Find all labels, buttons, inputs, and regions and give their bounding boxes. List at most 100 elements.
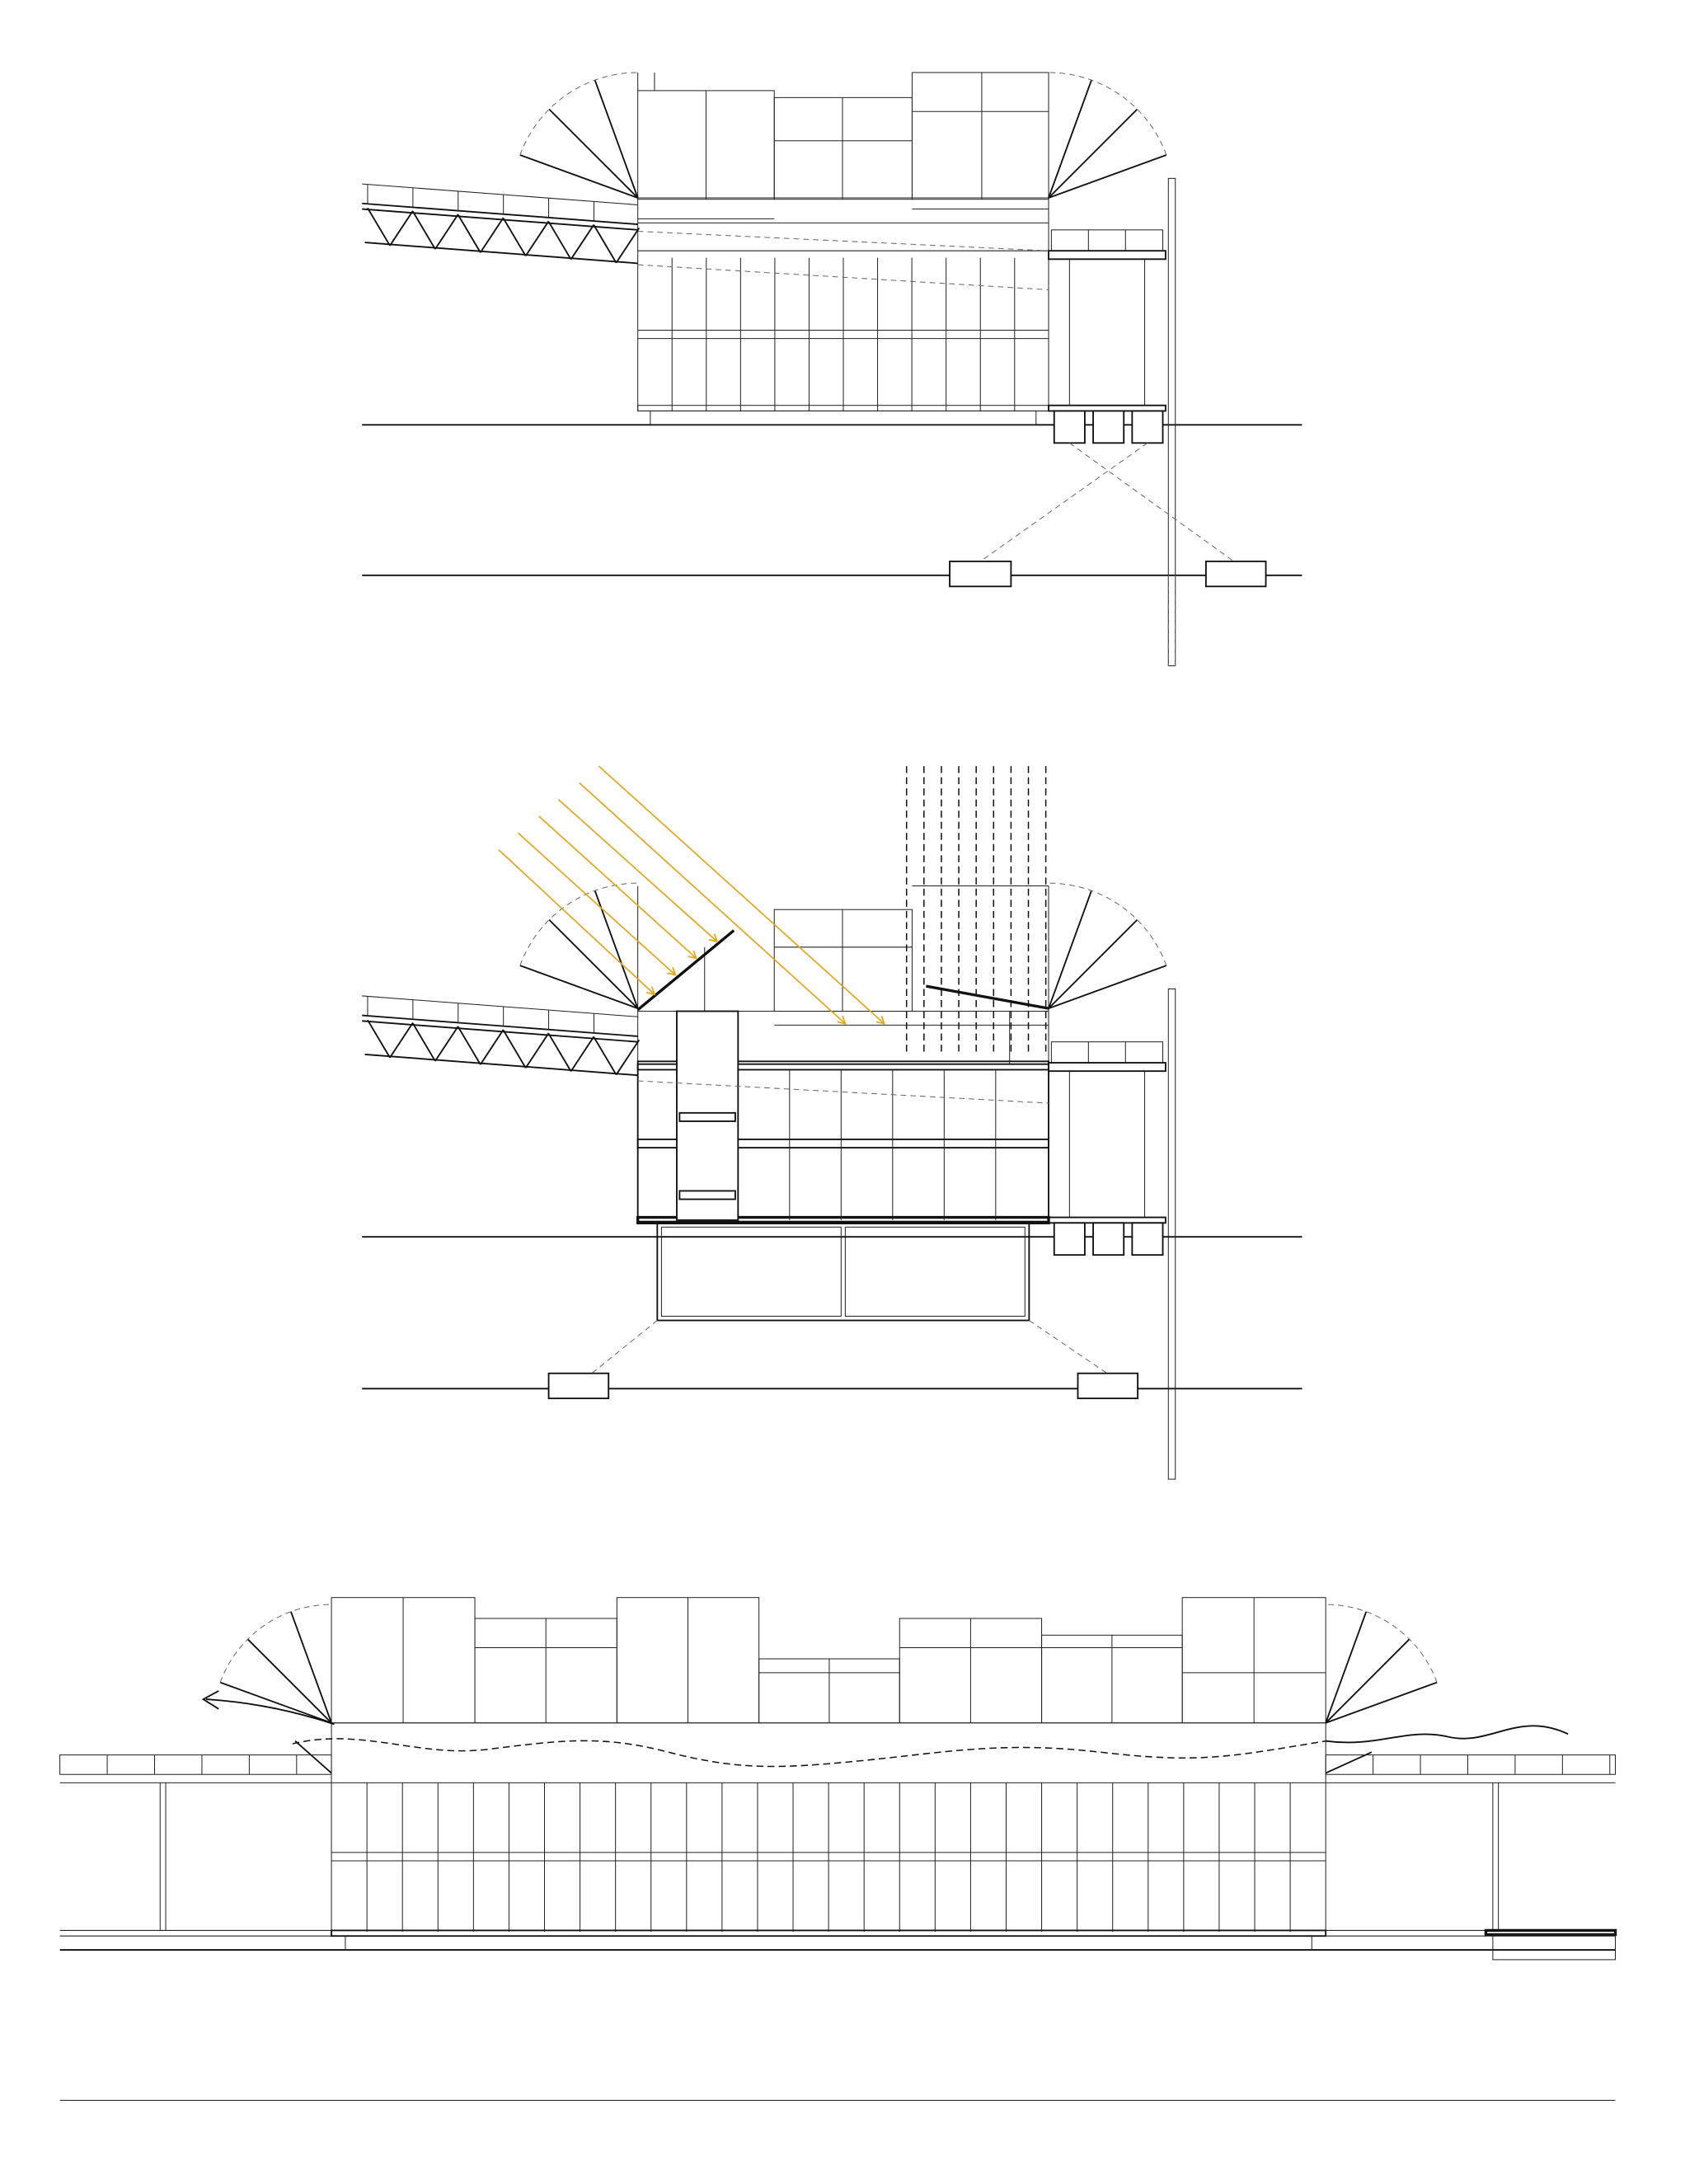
wind-flow-out xyxy=(1326,1725,1569,1744)
fan-blade xyxy=(519,965,638,1010)
roof-block xyxy=(911,72,1049,200)
fan-blade xyxy=(1048,890,1092,1009)
elevation-3 xyxy=(59,1597,1617,2102)
truss-diagonal xyxy=(434,214,459,250)
stair-landing xyxy=(678,1111,736,1122)
sun-ray xyxy=(598,765,885,1025)
fan-blade xyxy=(290,1611,332,1724)
fan-blade xyxy=(1048,108,1138,199)
fan-blade xyxy=(1325,1681,1438,1724)
brace-dashed xyxy=(591,1320,658,1374)
wind-arrowhead xyxy=(201,1690,219,1710)
truss-diagonal xyxy=(434,1026,459,1062)
louver xyxy=(294,1740,332,1774)
brace-dashed xyxy=(1069,442,1234,562)
pile-cap xyxy=(1092,1222,1125,1256)
fan-blade xyxy=(1048,965,1167,1010)
fan-swing-arc xyxy=(1049,72,1167,156)
fan-blade xyxy=(1325,1638,1410,1724)
section-2-open xyxy=(362,765,1302,1480)
louver xyxy=(1325,1751,1373,1774)
truss-diagonal xyxy=(502,1030,527,1069)
floor-plinth xyxy=(650,410,1037,425)
canopy-railing xyxy=(1325,1754,1617,1775)
fan-swing-arc xyxy=(519,72,638,156)
fan-swing-arc xyxy=(219,1604,332,1683)
open-louver-left xyxy=(636,929,735,1012)
step xyxy=(1492,1933,1617,1961)
truss-diagonal xyxy=(502,218,527,256)
lower-deck xyxy=(1048,404,1166,412)
roof-block xyxy=(773,96,913,200)
lower-deck xyxy=(1048,1216,1166,1224)
upper-deck xyxy=(1048,1062,1166,1073)
upper-deck xyxy=(1048,250,1166,261)
wind-flow-dashed xyxy=(292,1738,1326,1768)
roof-block xyxy=(773,909,913,1012)
truss-diagonal xyxy=(524,1032,550,1069)
hidden-line xyxy=(637,1080,1049,1104)
sun-ray-arrowhead xyxy=(708,933,719,943)
sun-ray xyxy=(579,782,846,1025)
sun-ray-arrowhead xyxy=(688,950,697,960)
truss-bottom-chord xyxy=(364,1053,638,1077)
truss-diagonal xyxy=(412,1022,436,1062)
basement xyxy=(656,1222,1030,1322)
sun-ray xyxy=(538,815,697,959)
sun-ray xyxy=(517,832,676,976)
footing xyxy=(1077,1372,1139,1400)
hidden-line xyxy=(637,264,1049,290)
basement-room xyxy=(844,1226,1026,1317)
fan-blade xyxy=(1048,918,1138,1009)
footing xyxy=(949,560,1012,588)
section-1-closed xyxy=(362,72,1302,667)
fan-blade xyxy=(1048,79,1092,199)
wind-flow-in xyxy=(205,1698,335,1726)
sun-ray-arrowhead xyxy=(837,1015,847,1025)
plinth xyxy=(331,1929,1327,1937)
pile-cap xyxy=(1092,410,1125,444)
fan-swing-arc xyxy=(1326,1604,1438,1683)
truss-top-chord xyxy=(362,202,638,226)
pile-cap xyxy=(1053,1222,1086,1256)
deck-edge xyxy=(1484,1928,1617,1937)
canopy-railing xyxy=(59,1754,332,1775)
sun-ray xyxy=(557,799,718,942)
pole xyxy=(1167,988,1176,1480)
fan-blade xyxy=(519,154,638,199)
truss-railing xyxy=(362,995,638,1017)
truss-diagonal xyxy=(615,1039,641,1076)
truss-diagonal xyxy=(367,207,391,247)
pole xyxy=(1167,177,1176,667)
floor-slab xyxy=(636,1139,1049,1148)
footing xyxy=(547,1372,610,1400)
pile-cap xyxy=(1131,410,1164,444)
sun-ray-arrowhead xyxy=(667,966,677,976)
brace-dashed xyxy=(979,442,1148,562)
truss-railing xyxy=(362,183,638,205)
sun-ray xyxy=(498,848,655,995)
open-louver-right xyxy=(926,984,1049,1010)
deck-railing xyxy=(1050,1041,1164,1064)
fan-blade xyxy=(594,890,639,1009)
pile-cap xyxy=(1131,1222,1164,1256)
stair-core xyxy=(676,1010,739,1221)
fan-blade xyxy=(594,79,639,199)
truss-diagonal xyxy=(593,224,617,264)
truss-top-chord xyxy=(362,208,638,231)
basement-room xyxy=(660,1226,842,1317)
truss-diagonal xyxy=(570,1036,595,1072)
fan-blade xyxy=(219,1681,332,1724)
fan-blade xyxy=(1325,1611,1368,1724)
truss-diagonal xyxy=(547,1033,572,1072)
pile-cap xyxy=(1053,410,1086,444)
fan-swing-arc xyxy=(519,882,638,966)
truss-diagonal xyxy=(480,1029,505,1065)
truss-diagonal xyxy=(570,223,595,261)
truss-diagonal xyxy=(480,217,505,253)
truss-top-chord xyxy=(362,1014,638,1037)
truss-diagonal xyxy=(457,1026,481,1065)
truss-diagonal xyxy=(457,214,481,253)
